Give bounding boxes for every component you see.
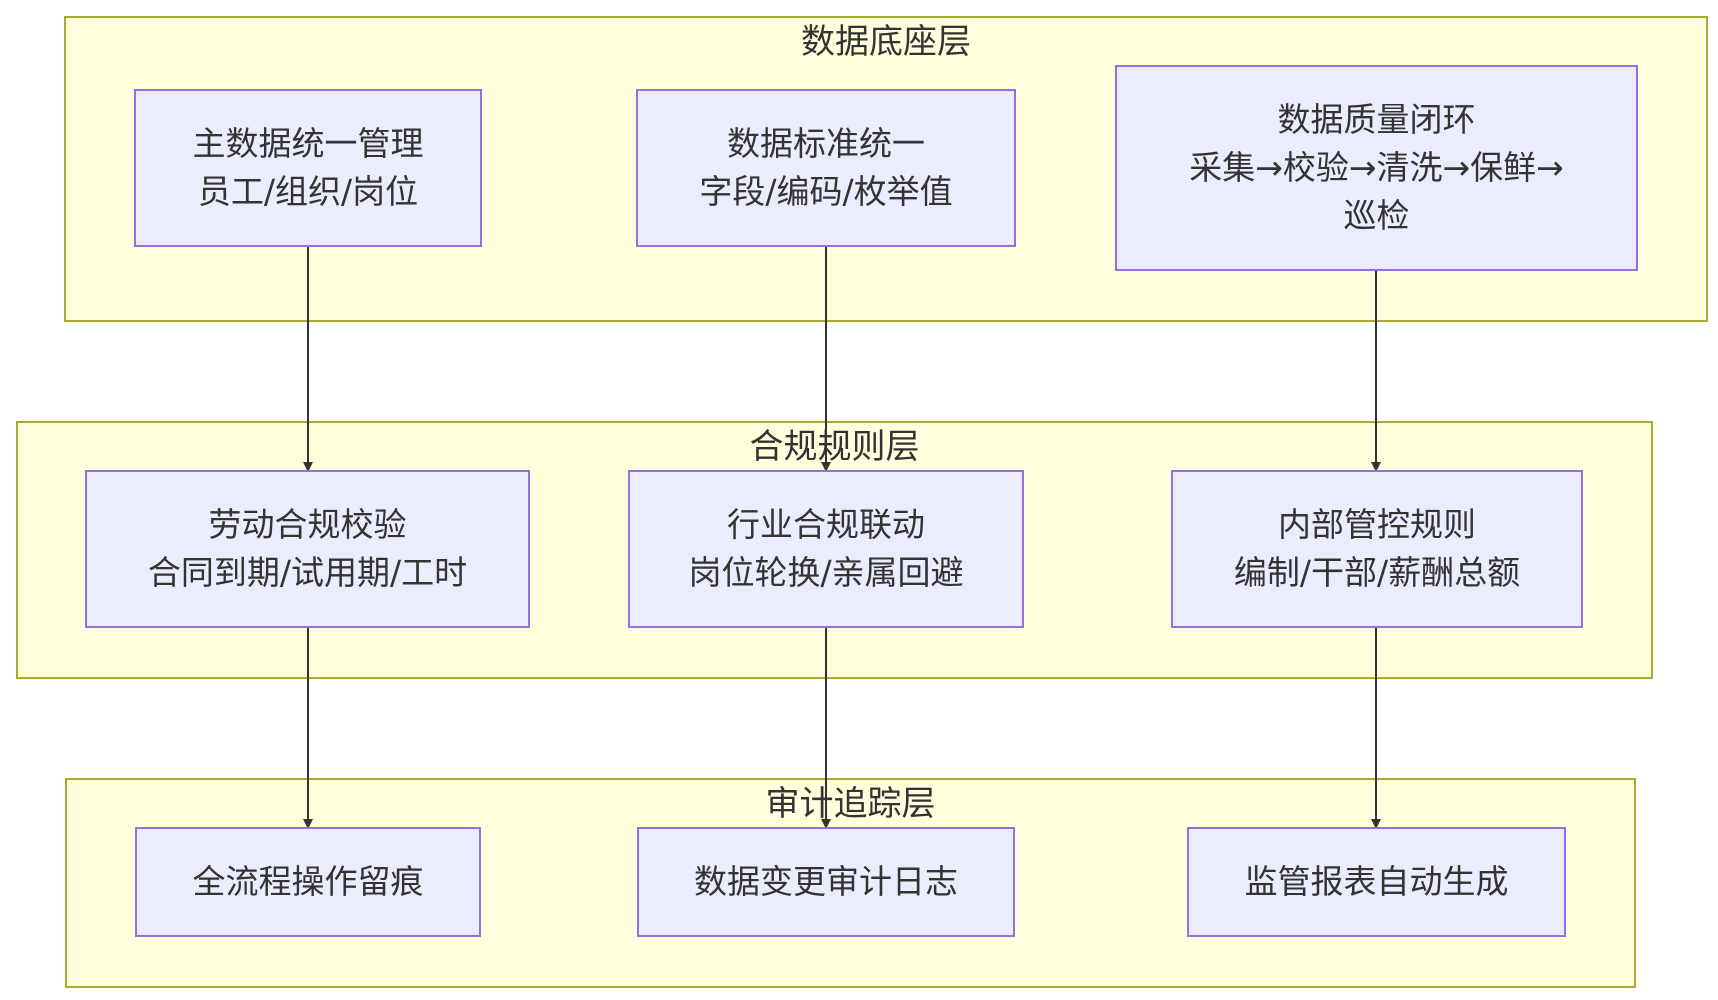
node-label-line: 巡检	[1343, 196, 1410, 235]
node-label: 全流程操作留痕	[193, 858, 424, 906]
layer-title: 合规规则层	[749, 427, 920, 467]
node-label-line: 员工/组织/岗位	[197, 172, 419, 211]
node-label-line: 字段/编码/枚举值	[699, 172, 953, 211]
node-master-data: 主数据统一管理 员工/组织/岗位	[134, 89, 482, 247]
node-label-line: 岗位轮换/亲属回避	[688, 553, 964, 592]
node-data-quality: 数据质量闭环 采集→校验→清洗→保鲜→ 巡检	[1115, 65, 1638, 271]
node-label: 行业合规联动 岗位轮换/亲属回避	[688, 501, 963, 597]
layer-title: 数据底座层	[801, 22, 971, 62]
node-label: 数据质量闭环 采集→校验→清洗→保鲜→ 巡检	[1189, 96, 1564, 240]
node-label: 劳动合规校验 合同到期/试用期/工时	[148, 501, 467, 597]
node-label-line: 合同到期/试用期/工时	[147, 553, 468, 592]
node-label-line: 数据变更审计日志	[694, 862, 958, 901]
node-label-line: 全流程操作留痕	[192, 862, 424, 901]
node-label-line: 劳动合规校验	[208, 505, 407, 544]
node-label: 数据标准统一 字段/编码/枚举值	[699, 120, 952, 216]
node-label-line: 内部管控规则	[1278, 505, 1476, 544]
node-industry-compliance: 行业合规联动 岗位轮换/亲属回避	[628, 470, 1024, 628]
node-operation-trace: 全流程操作留痕	[135, 827, 481, 937]
node-data-standard: 数据标准统一 字段/编码/枚举值	[636, 89, 1016, 247]
node-label-line: 数据质量闭环	[1277, 100, 1476, 139]
layer-title: 审计追踪层	[765, 784, 936, 824]
node-label: 主数据统一管理 员工/组织/岗位	[193, 120, 424, 216]
node-label-line: 主数据统一管理	[192, 124, 424, 163]
node-label-line: 行业合规联动	[727, 505, 925, 544]
node-label-line: 编制/干部/薪酬总额	[1233, 553, 1521, 592]
node-label: 内部管控规则 编制/干部/薪酬总额	[1234, 501, 1520, 597]
node-regulatory-report: 监管报表自动生成	[1187, 827, 1566, 937]
node-labor-compliance: 劳动合规校验 合同到期/试用期/工时	[85, 470, 530, 628]
node-label-line: 监管报表自动生成	[1244, 862, 1509, 901]
node-internal-control: 内部管控规则 编制/干部/薪酬总额	[1171, 470, 1583, 628]
node-change-audit-log: 数据变更审计日志	[637, 827, 1015, 937]
node-label: 数据变更审计日志	[694, 858, 958, 906]
node-label: 监管报表自动生成	[1245, 858, 1509, 906]
node-label-line: 采集→校验→清洗→保鲜→	[1189, 148, 1564, 187]
node-label-line: 数据标准统一	[727, 124, 925, 163]
